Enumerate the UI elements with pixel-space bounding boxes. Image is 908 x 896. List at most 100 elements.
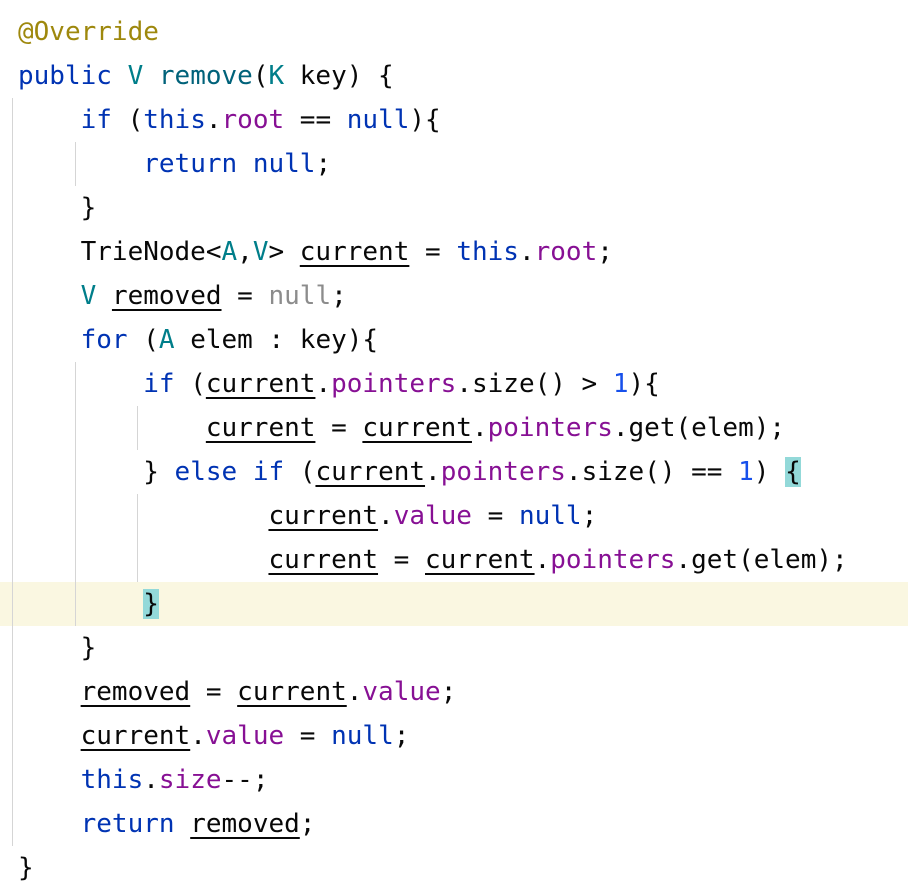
code-token: .size() >: [456, 369, 613, 399]
code-token: value: [362, 677, 441, 707]
code-line[interactable]: removed = current.value;: [0, 670, 908, 714]
code-token: pointers: [550, 545, 676, 575]
code-token: if: [143, 369, 175, 399]
code-token: [96, 281, 112, 311]
code-token: null: [268, 281, 332, 311]
code-line[interactable]: if (current.pointers.size() > 1){: [0, 362, 908, 406]
code-token: null: [331, 721, 394, 751]
code-token: =: [471, 501, 519, 531]
code-token: (: [252, 61, 269, 91]
code-token: pointers: [331, 369, 457, 399]
code-token: null: [518, 501, 582, 531]
code-token: ;: [331, 281, 347, 311]
code-line[interactable]: @Override: [0, 10, 908, 54]
code-token: [18, 149, 143, 179]
code-token: .get(elem);: [675, 545, 848, 575]
code-line[interactable]: TrieNode<A,V> current = this.root;: [0, 230, 908, 274]
code-token: .: [534, 545, 551, 575]
code-token: .: [471, 413, 488, 443]
code-token: ;: [299, 809, 316, 839]
code-line[interactable]: } else if (current.pointers.size() == 1)…: [0, 450, 908, 494]
code-token: current: [315, 457, 426, 487]
code-token: .: [425, 457, 441, 487]
code-line[interactable]: current = current.pointers.get(elem);: [0, 406, 908, 450]
code-token: (: [127, 325, 159, 355]
code-token: }: [18, 633, 97, 663]
code-token: =: [378, 545, 425, 575]
code-line[interactable]: current.value = null;: [0, 714, 908, 758]
code-token: (: [111, 105, 144, 135]
code-token: current: [299, 237, 410, 267]
code-token: remove: [158, 61, 253, 91]
code-token: removed: [111, 281, 222, 311]
code-token: current: [80, 721, 191, 751]
code-token: 1: [612, 369, 629, 399]
code-token: [143, 61, 159, 91]
code-token: this: [456, 237, 519, 267]
code-token: [18, 369, 143, 399]
matched-brace-token: {: [785, 457, 801, 487]
code-line[interactable]: if (this.root == null){: [0, 98, 908, 142]
code-token: [237, 457, 253, 487]
code-token: K: [268, 61, 285, 91]
code-token: [18, 325, 81, 355]
code-line[interactable]: return removed;: [0, 802, 908, 846]
code-line[interactable]: }: [0, 626, 908, 670]
code-token: >: [268, 237, 300, 267]
code-token: ){: [409, 105, 441, 135]
code-token: A: [158, 325, 175, 355]
code-line[interactable]: for (A elem : key){: [0, 318, 908, 362]
code-token: 1: [738, 457, 754, 487]
code-token: [18, 105, 81, 135]
code-token: .: [346, 677, 363, 707]
code-line[interactable]: }: [0, 846, 908, 890]
code-token: root: [534, 237, 598, 267]
code-token: current: [205, 369, 316, 399]
code-token: ==: [284, 105, 347, 135]
code-token: [175, 809, 191, 839]
code-line[interactable]: current.value = null;: [0, 494, 908, 538]
code-token: current: [237, 677, 347, 707]
code-token: =: [190, 677, 238, 707]
code-token: .: [205, 105, 222, 135]
code-token: @Override: [18, 17, 159, 47]
code-token: ;: [581, 501, 598, 531]
code-token: .: [518, 237, 535, 267]
code-token: [18, 281, 81, 311]
code-token: [18, 677, 81, 707]
code-token: null: [346, 105, 410, 135]
code-line[interactable]: public V remove(K key) {: [0, 54, 908, 98]
code-token: [18, 501, 268, 531]
code-token: =: [409, 237, 457, 267]
code-token: V: [127, 61, 144, 91]
code-token: [18, 765, 81, 795]
code-token: .get(elem);: [612, 413, 786, 443]
code-line[interactable]: V removed = null;: [0, 274, 908, 318]
code-token: ;: [440, 677, 457, 707]
code-token: this: [143, 105, 206, 135]
code-token: value: [205, 721, 285, 751]
code-token: removed: [80, 677, 191, 707]
code-token: ,: [237, 237, 253, 267]
code-line[interactable]: return null;: [0, 142, 908, 186]
code-line[interactable]: this.size--;: [0, 758, 908, 802]
code-token: public: [18, 61, 128, 91]
code-token: TrieNode<: [18, 237, 222, 267]
code-token: size: [158, 765, 222, 795]
code-token: else: [174, 457, 238, 487]
code-token: }: [18, 457, 175, 487]
code-token: if: [252, 457, 285, 487]
code-token: current: [268, 545, 379, 575]
code-token: current: [362, 413, 472, 443]
code-token: current: [268, 501, 379, 531]
code-line[interactable]: current = current.pointers.get(elem);: [0, 538, 908, 582]
code-token: V: [252, 237, 269, 267]
code-line-current[interactable]: }: [0, 582, 908, 626]
code-token: [237, 149, 253, 179]
code-line[interactable]: }: [0, 186, 908, 230]
code-token: [18, 589, 143, 619]
code-token: return: [143, 149, 238, 179]
code-token: .: [378, 501, 394, 531]
code-token: current: [205, 413, 316, 443]
